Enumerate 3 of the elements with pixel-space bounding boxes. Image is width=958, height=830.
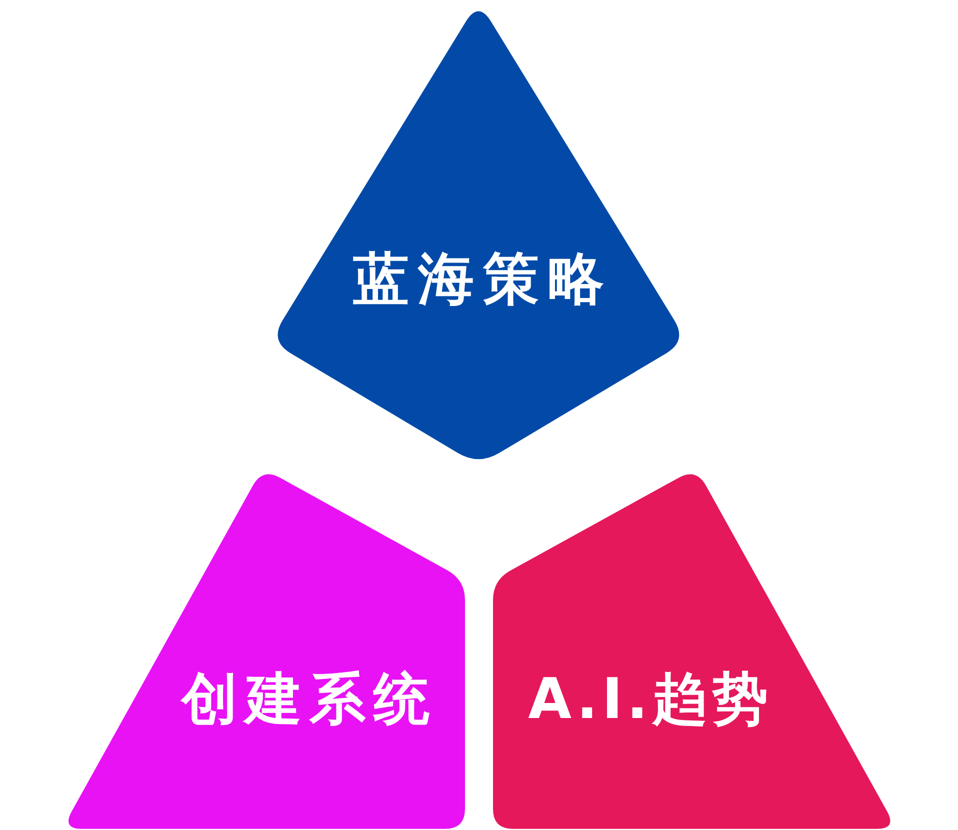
segment-label: 蓝海策略 [352, 248, 613, 310]
segment-label: A.I.趋势 [527, 669, 772, 731]
segment-label: 创建系统 [179, 669, 438, 731]
